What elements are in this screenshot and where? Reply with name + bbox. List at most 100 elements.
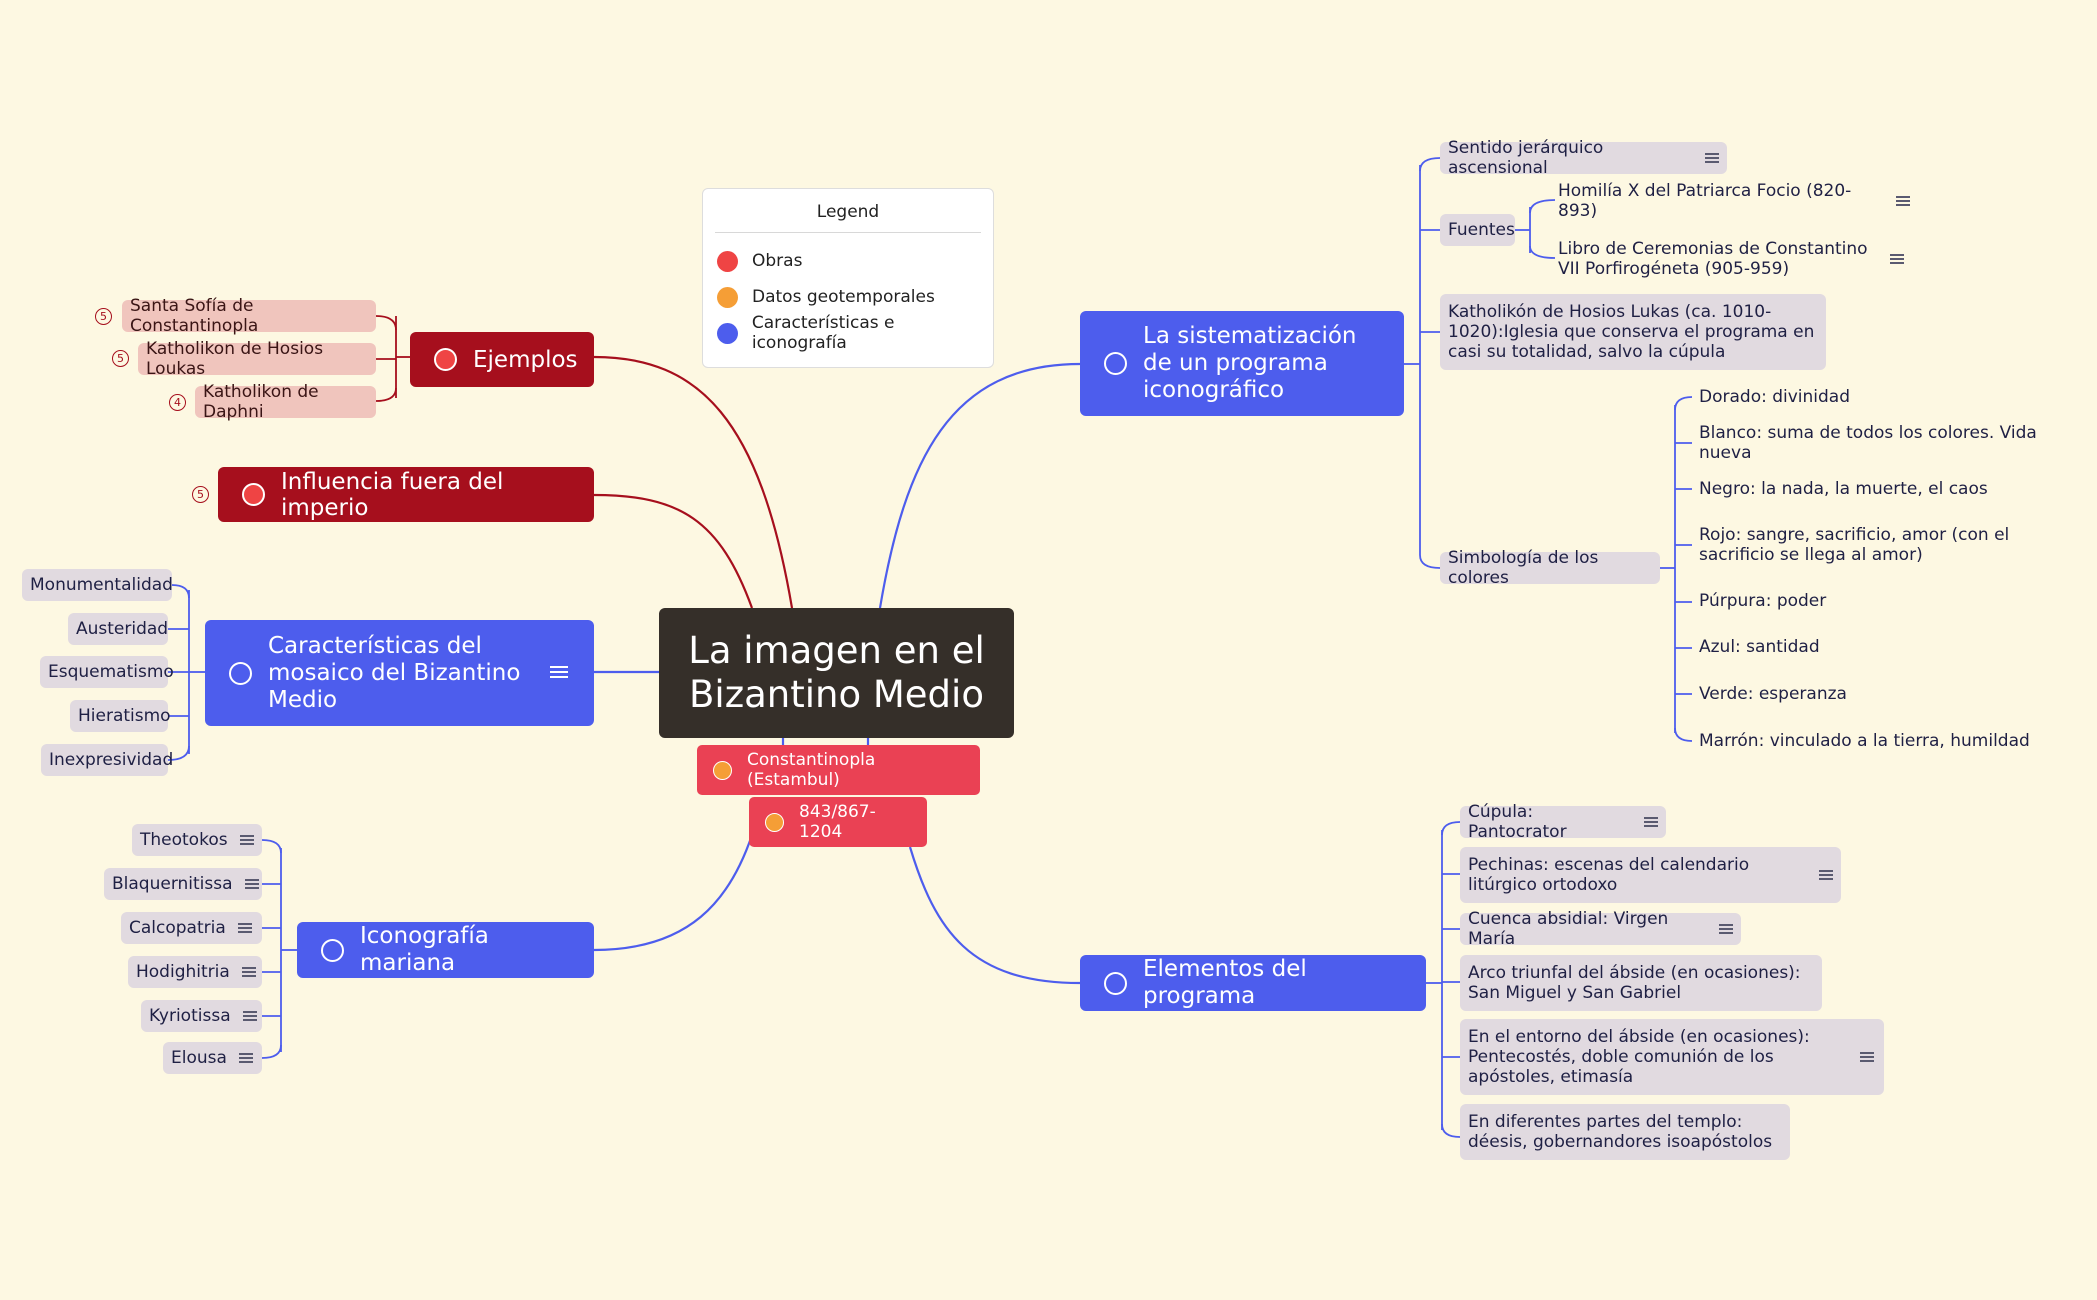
notes-icon[interactable]: [1705, 152, 1719, 164]
caracteristica-item[interactable]: Monumentalidad: [22, 569, 173, 601]
fuente-item[interactable]: Libro de Ceremonias de Constantino VII P…: [1554, 238, 1914, 280]
legend-panel: Legend Obras Datos geotemporales Caracte…: [702, 188, 994, 368]
notes-icon[interactable]: [1719, 923, 1733, 935]
mariana-item[interactable]: Kyriotissa: [141, 1000, 262, 1032]
legend-item-obras: Obras: [703, 243, 993, 279]
notes-icon[interactable]: [1896, 195, 1910, 207]
item-label: En el entorno del ábside (en ocasiones):…: [1468, 1027, 1810, 1087]
topic-caracteristicas[interactable]: Características del mosaico del Bizantin…: [205, 620, 594, 726]
topic-elementos[interactable]: Elementos del programa: [1080, 955, 1426, 1011]
topic-iconografia-mariana[interactable]: Iconografía mariana: [297, 922, 594, 978]
notes-icon[interactable]: [242, 1010, 257, 1022]
color-item[interactable]: Rojo: sangre, sacrificio, amor (con el s…: [1695, 524, 2075, 566]
legend-dot-blue-icon: [717, 322, 738, 344]
notes-icon[interactable]: [238, 1052, 253, 1064]
elemento-item[interactable]: Cuenca absidial: Virgen María: [1460, 909, 1741, 949]
item-label: Hieratismo: [78, 706, 171, 726]
caracteristica-item[interactable]: Austeridad: [68, 613, 168, 645]
caracteristica-item[interactable]: Esquematismo: [40, 656, 174, 688]
item-label: Elousa: [171, 1048, 227, 1068]
red-marker-icon: [434, 348, 457, 371]
color-item[interactable]: Marrón: vinculado a la tierra, humildad: [1695, 730, 2085, 752]
item-label: Cúpula: Pantocrator: [1468, 802, 1567, 842]
legend-divider: [715, 232, 981, 233]
color-item[interactable]: Verde: esperanza: [1695, 683, 2085, 705]
item-label: Calcopatria: [129, 918, 226, 938]
colores-node[interactable]: Simbología de los colores: [1440, 548, 1660, 588]
item-label: Monumentalidad: [30, 575, 173, 595]
caracteristica-item[interactable]: Inexpresividad: [41, 744, 173, 776]
elemento-item[interactable]: En diferentes partes del templo: déesis,…: [1460, 1104, 1790, 1160]
color-item[interactable]: Púrpura: poder: [1695, 590, 2085, 612]
elemento-item[interactable]: Pechinas: escenas del calendario litúrgi…: [1460, 847, 1841, 903]
notes-icon[interactable]: [241, 966, 256, 978]
mariana-item[interactable]: Blaquernitissa: [104, 868, 262, 900]
item-label: Katholikón de Hosios Lukas (ca. 1010-102…: [1448, 302, 1815, 362]
topic-influencia[interactable]: Influencia fuera del imperio: [218, 467, 594, 522]
caracteristica-item[interactable]: Hieratismo: [70, 700, 171, 732]
elemento-item[interactable]: Arco triunfal del ábside (en ocasiones):…: [1460, 955, 1822, 1011]
notes-icon[interactable]: [239, 834, 254, 846]
item-label: Sentido jerárquico ascensional: [1448, 138, 1604, 178]
topic-sistematizacion[interactable]: La sistematización de un programa iconog…: [1080, 311, 1404, 416]
topic-sistematizacion-label: La sistematización de un programa iconog…: [1143, 323, 1357, 403]
item-label: Verde: esperanza: [1699, 684, 1847, 704]
ejemplo-item[interactable]: Katholikon de Daphni: [195, 382, 376, 422]
legend-item-label: Características e iconografía: [751, 313, 895, 353]
mariana-item[interactable]: Hodighitria: [128, 956, 262, 988]
count-badge[interactable]: 5: [112, 350, 129, 367]
item-label: Pechinas: escenas del calendario litúrgi…: [1468, 855, 1750, 895]
legend-dot-red-icon: [717, 250, 738, 272]
blue-marker-icon: [1104, 971, 1127, 995]
orange-marker-icon: [765, 812, 784, 832]
color-item[interactable]: Dorado: divinidad: [1695, 386, 2085, 408]
count-badge[interactable]: 5: [95, 308, 112, 325]
ejemplo-item-label: Katholikon de Daphni: [203, 382, 319, 422]
ejemplo-item-label: Katholikon de Hosios Loukas: [146, 339, 324, 379]
item-label: Hodighitria: [136, 962, 230, 982]
legend-item-datos: Datos geotemporales: [703, 279, 993, 315]
item-label: Libro de Ceremonias de Constantino VII P…: [1558, 239, 1868, 279]
fuentes-node[interactable]: Fuentes: [1440, 214, 1515, 246]
central-topic[interactable]: La imagen en el Bizantino Medio: [659, 608, 1014, 738]
item-label: Esquematismo: [48, 662, 174, 682]
geo-dates-node[interactable]: 843/867-1204: [749, 797, 927, 847]
count-badge[interactable]: 4: [169, 394, 186, 411]
geo-place-node[interactable]: Constantinopla (Estambul): [697, 745, 980, 795]
fuente-item[interactable]: Homilía X del Patriarca Focio (820-893): [1554, 181, 1914, 221]
item-label: Simbología de los colores: [1448, 548, 1599, 588]
topic-ejemplos[interactable]: Ejemplos: [410, 332, 594, 387]
notes-icon[interactable]: [1819, 869, 1833, 881]
notes-icon[interactable]: [1860, 1051, 1874, 1063]
mariana-item[interactable]: Elousa: [163, 1042, 262, 1074]
legend-dot-orange-icon: [717, 286, 738, 308]
notes-icon[interactable]: [1890, 253, 1904, 265]
mariana-item[interactable]: Calcopatria: [121, 912, 262, 944]
notes-icon[interactable]: [244, 878, 259, 890]
item-label: Cuenca absidial: Virgen María: [1468, 909, 1669, 949]
color-item[interactable]: Blanco: suma de todos los colores. Vida …: [1695, 423, 2085, 463]
ejemplo-item[interactable]: Santa Sofía de Constantinopla: [122, 296, 376, 336]
ejemplo-item[interactable]: Katholikon de Hosios Loukas: [138, 339, 376, 379]
elemento-item[interactable]: En el entorno del ábside (en ocasiones):…: [1460, 1019, 1884, 1095]
elemento-item[interactable]: Cúpula: Pantocrator: [1460, 802, 1666, 842]
notes-icon[interactable]: [550, 666, 568, 680]
color-item[interactable]: Azul: santidad: [1695, 636, 2085, 658]
notes-icon[interactable]: [1644, 816, 1658, 828]
item-label: En diferentes partes del templo: déesis,…: [1468, 1112, 1773, 1152]
topic-elementos-label: Elementos del programa: [1143, 956, 1307, 1009]
item-label: Fuentes: [1448, 220, 1515, 240]
count-badge[interactable]: 5: [192, 486, 209, 503]
katholikon-item[interactable]: Katholikón de Hosios Lukas (ca. 1010-102…: [1440, 294, 1826, 370]
sentido-item[interactable]: Sentido jerárquico ascensional: [1440, 138, 1727, 178]
item-label: Arco triunfal del ábside (en ocasiones):…: [1468, 963, 1801, 1003]
blue-marker-icon: [229, 661, 252, 685]
notes-icon[interactable]: [237, 922, 252, 934]
mariana-item[interactable]: Theotokos: [132, 824, 262, 856]
topic-mariana-label: Iconografía mariana: [360, 923, 489, 976]
blue-marker-icon: [1104, 352, 1127, 375]
item-label: Austeridad: [76, 619, 169, 639]
color-item[interactable]: Negro: la nada, la muerte, el caos: [1695, 478, 2085, 500]
